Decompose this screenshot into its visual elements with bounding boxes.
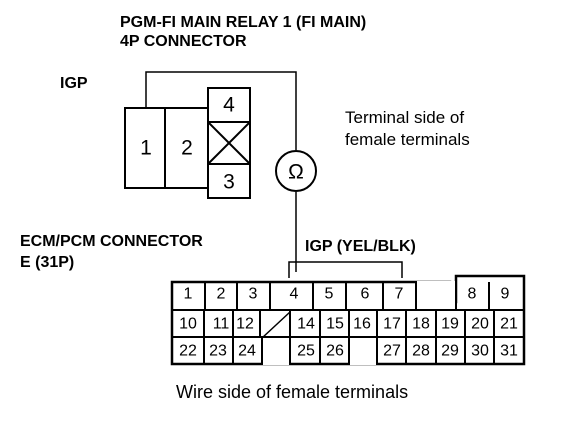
relay-pin-2-box [164, 107, 209, 189]
ecm-pin-26: 26 [326, 343, 344, 360]
ecm-pin-29: 29 [441, 343, 459, 360]
ecm-title-line1: ECM/PCM CONNECTOR [20, 233, 203, 250]
ecm-pin-10: 10 [179, 316, 197, 333]
ecm-pin-20: 20 [471, 316, 489, 333]
ohmmeter-icon: Ω [275, 150, 317, 192]
ecm-pin-19: 19 [441, 316, 459, 333]
ecm-pin-8: 8 [468, 286, 477, 303]
empty-slot [417, 281, 455, 309]
ecm-pin-14: 14 [297, 316, 315, 333]
ecm-pin-15: 15 [326, 316, 344, 333]
ecm-pin-25: 25 [297, 343, 315, 360]
ecm-pin-17: 17 [383, 316, 401, 333]
relay-pin-1: 1 [140, 137, 152, 160]
ecm-pin-31: 31 [500, 343, 518, 360]
relay-title-line1: PGM-FI MAIN RELAY 1 (FI MAIN) [120, 14, 366, 31]
ecm-pin-6: 6 [361, 286, 370, 303]
relay-side-line2: female terminals [345, 130, 470, 149]
relay-pin-2: 2 [181, 137, 193, 160]
ecm-pin-30: 30 [471, 343, 489, 360]
ecm-pin-24: 24 [238, 343, 256, 360]
ecm-pin-2: 2 [217, 286, 226, 303]
ecm-pin-3: 3 [249, 286, 258, 303]
relay-side-line1: Terminal side of [345, 108, 464, 127]
ecm-pin-11: 11 [213, 316, 230, 333]
ecm-pin-4: 4 [290, 286, 299, 303]
ecm-pin-22: 22 [179, 343, 197, 360]
igp-bracket [288, 261, 403, 278]
relay-pin-1-box [124, 107, 166, 189]
ecm-pin-23: 23 [209, 343, 227, 360]
ecm-pin-18: 18 [412, 316, 430, 333]
ecm-pin-28: 28 [412, 343, 430, 360]
ecm-pin-16: 16 [353, 316, 371, 333]
ecm-title-line2: E (31P) [20, 254, 74, 271]
empty-slot [263, 338, 289, 365]
ecm-pin-21: 21 [500, 316, 518, 333]
ecm-caption: Wire side of female terminals [176, 382, 408, 402]
relay-pin-4: 4 [223, 94, 235, 117]
ecm-blank-slash [261, 311, 291, 339]
ecm-pin-12: 12 [236, 316, 254, 333]
ecm-pin-27: 27 [383, 343, 401, 360]
relay-connector: 1 2 4 3 [124, 87, 251, 199]
relay-pin-label: IGP [60, 75, 88, 92]
relay-pin-3: 3 [223, 171, 235, 194]
ohm-symbol: Ω [288, 161, 304, 184]
ecm-pin-7: 7 [395, 286, 404, 303]
relay-title-line2: 4P CONNECTOR [120, 33, 247, 50]
empty-slot [350, 338, 376, 365]
ecm-pin-5: 5 [325, 286, 334, 303]
ecm-pin-9: 9 [501, 286, 510, 303]
ecm-wire-label: IGP (YEL/BLK) [305, 238, 416, 255]
ecm-pin-1: 1 [184, 286, 193, 303]
meter-lead-top [145, 71, 297, 150]
